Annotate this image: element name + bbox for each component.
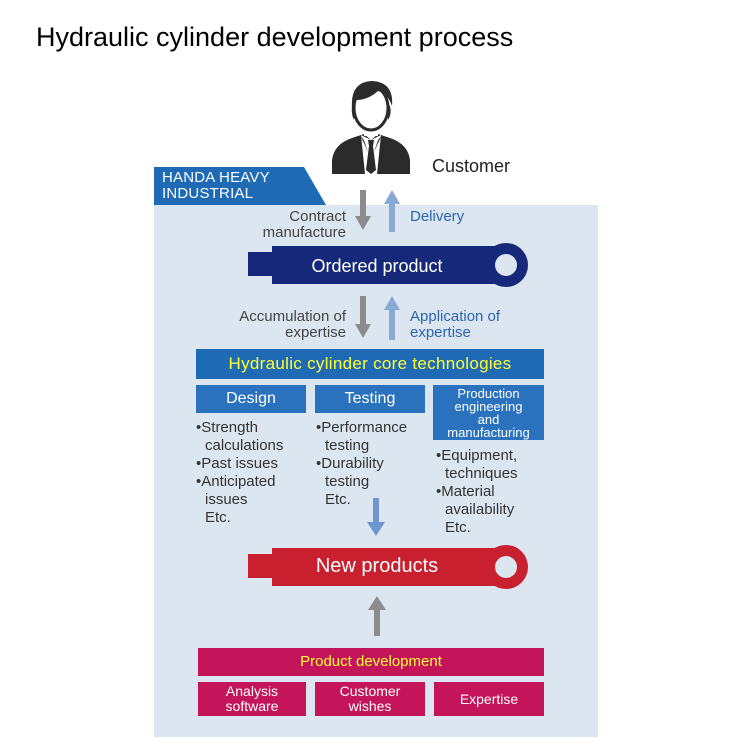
design-heading: Design — [196, 385, 306, 413]
top-flow-arrows — [355, 190, 400, 232]
customer-wishes-line-1: Customer — [339, 683, 401, 699]
accumulation-label: Accumulation of expertise — [210, 309, 346, 341]
production-heading-line-3: and — [477, 412, 500, 427]
testing-etc: Etc. — [325, 491, 351, 508]
testing-heading: Testing — [315, 385, 425, 413]
page-title: Hydraulic cylinder development process — [36, 22, 514, 52]
customer-wishes-line-2: wishes — [348, 698, 392, 714]
application-line-1: Application of — [410, 308, 501, 325]
analysis-software-line-2: software — [225, 698, 279, 714]
customer-person-icon — [332, 81, 410, 174]
company-tab-line-1: HANDA HEAVY — [162, 169, 270, 186]
production-heading-line-2: engineering — [454, 399, 523, 414]
production-heading-line-1: Production — [457, 386, 520, 401]
ordered-product-cylinder-icon — [248, 243, 528, 287]
expertise-box: Expertise — [434, 682, 544, 716]
new-products-cylinder-icon — [248, 545, 528, 589]
accumulation-line-1: Accumulation of — [239, 308, 346, 325]
production-heading-line-4: manufacturing — [447, 425, 530, 440]
mid-flow-arrows — [355, 296, 400, 340]
up-arrow-gray-icon — [368, 596, 386, 636]
list-item: Past issues — [196, 455, 312, 473]
contract-manufacture-label: Contract manufacture — [232, 209, 346, 241]
down-arrow-gray-icon — [355, 190, 371, 230]
down-arrow-gray-icon — [355, 296, 371, 338]
application-label: Application of expertise — [410, 309, 500, 341]
company-tab-line-2: INDUSTRIAL — [162, 185, 254, 202]
design-etc: Etc. — [205, 509, 231, 526]
core-technologies-bar: Hydraulic cylinder core technologies — [196, 349, 544, 379]
customer-label: Customer — [432, 156, 511, 176]
new-products-label: New products — [315, 555, 439, 577]
production-bullet-list: Equipment,techniques Materialavailabilit… — [436, 447, 552, 537]
product-development-bar: Product development — [198, 648, 544, 676]
contract-manufacture-line-1: Contract — [289, 208, 346, 225]
accumulation-line-2: expertise — [285, 324, 346, 341]
company-tab: HANDA HEAVY INDUSTRIAL — [154, 167, 304, 205]
up-arrow-blue-icon — [384, 190, 400, 232]
contract-manufacture-line-2: manufacture — [262, 224, 346, 241]
ordered-product-label: Ordered product — [311, 256, 443, 276]
analysis-software-box: Analysis software — [198, 682, 306, 716]
list-item: Equipment,techniques — [436, 447, 552, 483]
delivery-label: Delivery — [410, 208, 465, 225]
production-heading: Production engineering and manufacturing — [433, 385, 544, 440]
production-etc: Etc. — [445, 519, 471, 536]
application-line-2: expertise — [410, 324, 471, 341]
company-tab-slant — [304, 167, 326, 205]
up-arrow-blue-icon — [384, 296, 400, 340]
customer-wishes-box: Customer wishes — [315, 682, 425, 716]
analysis-software-line-1: Analysis — [225, 683, 279, 699]
expertise-label: Expertise — [459, 690, 519, 707]
down-arrow-blue-icon — [367, 498, 385, 536]
